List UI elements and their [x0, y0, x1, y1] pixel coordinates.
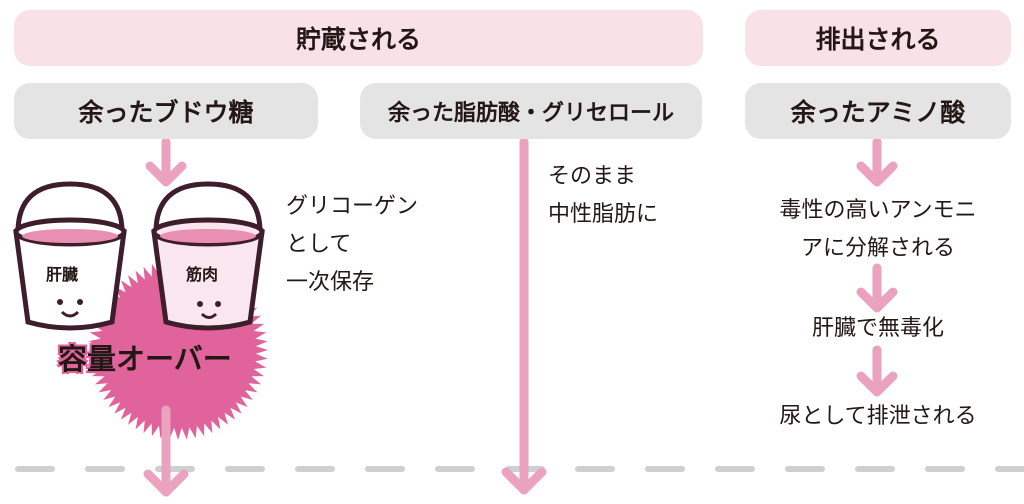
source-fatty-acid: 余った脂肪酸・グリセロール [360, 83, 702, 139]
arrow-down-icon [143, 405, 189, 497]
arrow-down-icon [145, 137, 187, 187]
arrow-down-icon [856, 263, 898, 313]
note-line: 一次保存 [286, 270, 375, 295]
bucket-label-liver: 肝臓 [46, 265, 79, 284]
header-stored: 貯蔵される [14, 10, 703, 66]
amino-step-2: 肝臓で無毒化 [811, 316, 944, 341]
source-glucose: 余ったブドウ糖 [14, 83, 318, 139]
bucket-muscle [151, 181, 265, 331]
bucket-liver [13, 181, 127, 331]
bucket-label-muscle: 筋肉 [186, 265, 219, 284]
amino-step-1: 毒性の高いアンモニ アに分解される [745, 192, 1011, 268]
overflow-label: 容量オーバー [58, 342, 232, 376]
source-amino-acid: 余ったアミノ酸 [745, 83, 1011, 139]
fat-note: そのまま 中性脂肪に [548, 158, 658, 234]
amino-step-3: 尿として排泄される [779, 404, 977, 429]
arrow-down-icon [856, 137, 898, 187]
note-line: アに分解される [800, 236, 955, 261]
header-excreted: 排出される [745, 10, 1011, 66]
note-line: グリコーゲン [286, 194, 419, 219]
arrow-down-icon [501, 137, 547, 495]
note-line: として [286, 232, 352, 257]
arrow-down-icon [856, 345, 898, 397]
glycogen-note: グリコーゲン として 一次保存 [286, 188, 418, 302]
note-line: 毒性の高いアンモニ [779, 198, 977, 223]
note-line: そのまま [548, 164, 637, 189]
note-line: 中性脂肪に [548, 202, 659, 227]
